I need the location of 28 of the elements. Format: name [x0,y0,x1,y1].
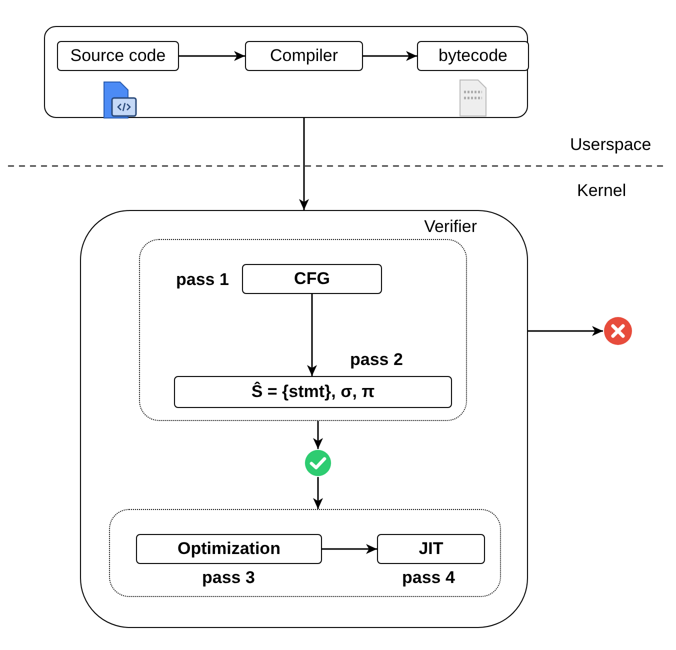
arrow [528,326,603,336]
check-icon [304,449,332,477]
arrow [179,51,245,61]
zone-label: Kernel [577,181,626,201]
arrow [307,294,317,376]
zone-label: Userspace [570,135,652,155]
group-title: Verifier [424,217,477,237]
process-box: Optimization [136,534,322,564]
process-box: Compiler [245,41,363,71]
arrow [299,118,309,210]
group-panel [44,26,528,118]
dotted-group [109,509,501,597]
process-box: bytecode [417,41,529,71]
arrow [363,51,417,61]
process-box: Source code [57,41,179,71]
arrow [313,477,323,509]
arrow [313,421,323,449]
process-box: CFG [242,264,382,294]
pass-label: pass 3 [202,568,255,588]
pass-label: pass 4 [402,568,455,588]
arrow [322,544,377,554]
dotted-group [139,239,467,421]
group-panel [80,210,528,628]
pass-label: pass 1 [176,270,229,290]
pass-label: pass 2 [350,350,403,370]
cross-icon [603,316,633,346]
process-box: JIT [377,534,485,564]
process-box: Ŝ = {stmt}, σ, π [174,376,452,408]
